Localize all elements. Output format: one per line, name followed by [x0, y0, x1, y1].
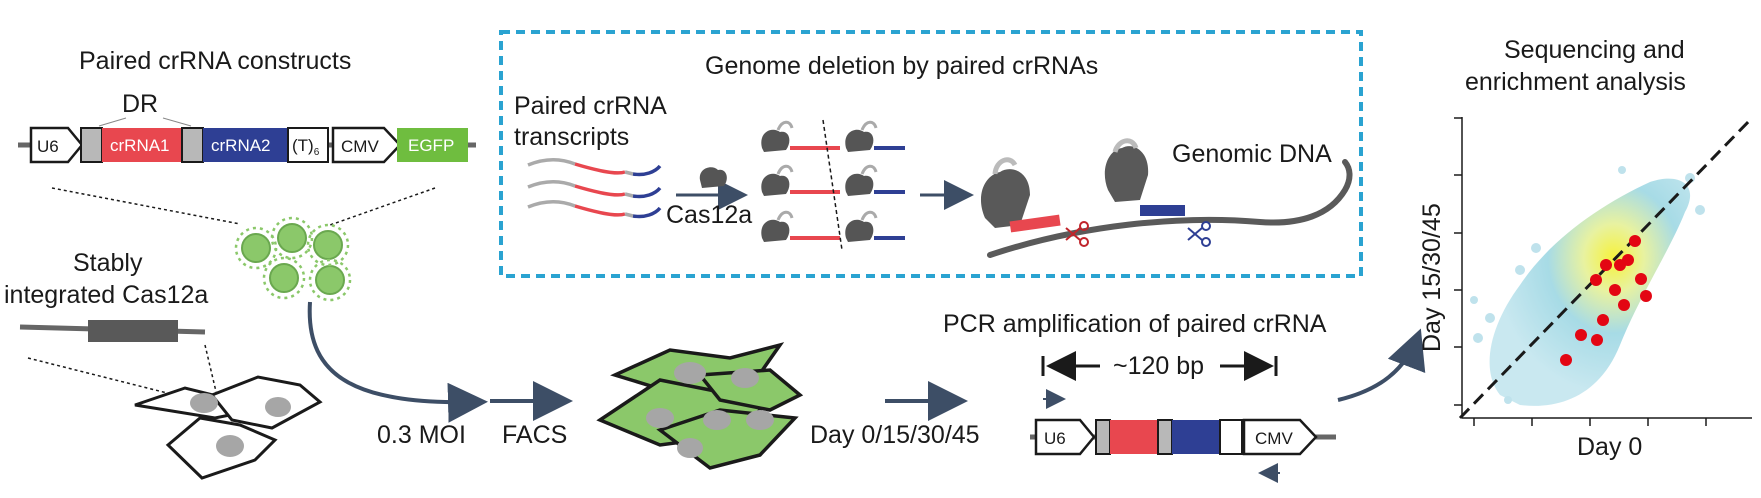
amplicon-size-label: ~120 bp: [1113, 352, 1204, 380]
genome-deletion-box: [499, 30, 1363, 278]
dr-line-right: [162, 117, 192, 127]
construct-map: U6 crRNA1 crRNA2 (T)6 CMV EGFP: [18, 126, 476, 164]
polyt-label: (T)6: [292, 136, 320, 158]
transcripts-label-2: transcripts: [514, 123, 629, 151]
pcr-title: PCR amplification of paired crRNA: [943, 310, 1327, 338]
plot-title-2: enrichment analysis: [1465, 68, 1686, 96]
dotted-line-left: [51, 187, 241, 225]
pcr-amplicon-map: U6 CMV: [1030, 418, 1336, 456]
moi-label: 0.3 MOI: [377, 421, 466, 449]
cmv-promoter-arrow: [331, 126, 402, 164]
dotted-line-cas-right: [204, 344, 219, 401]
egfp-label: EGFP: [408, 136, 454, 155]
pcr-u6-label: U6: [1044, 429, 1066, 448]
lentivirus-cluster-icon: [234, 216, 352, 302]
pcr-cmv-label: CMV: [1255, 429, 1293, 448]
scissors-blue-icon: [1187, 221, 1211, 247]
genome-deletion-title: Genome deletion by paired crRNAs: [705, 52, 1098, 80]
enriched-points: [1560, 235, 1652, 366]
dr-box-1: [80, 127, 103, 163]
sorted-cells-icon: [596, 342, 804, 470]
integrated-cas12a-icon: [19, 320, 206, 342]
dr-line-left: [98, 117, 127, 127]
egfp-box: [397, 128, 468, 162]
polyt-box: [287, 127, 329, 163]
dr-label: DR: [122, 90, 158, 118]
dotted-line-right: [329, 187, 436, 226]
genomic-dna-label: Genomic DNA: [1172, 140, 1332, 168]
cas12a-cells-icon: [134, 375, 323, 480]
crrna-transcripts-icon: [527, 157, 662, 219]
days-label: Day 0/15/30/45: [810, 421, 980, 449]
plot-ylabel: Day 15/30/45: [1418, 203, 1446, 352]
crrna2-box: [203, 128, 288, 162]
u6-promoter-arrow: [29, 126, 84, 164]
constructs-title: Paired crRNA constructs: [79, 47, 351, 75]
amplicon-size-bracket: [1041, 351, 1278, 381]
dr-box-2: [181, 127, 204, 163]
crrna1-box: [102, 128, 182, 162]
scissors-red-icon: [1065, 221, 1089, 247]
facs-label: FACS: [502, 421, 567, 449]
crrna1-label: crRNA1: [110, 136, 170, 155]
cas12a-integration-label-1: Stably: [73, 249, 143, 277]
transcripts-label-1: Paired crRNA: [514, 92, 667, 120]
plot-title-1: Sequencing and: [1504, 36, 1685, 64]
plot-xlabel: Day 0: [1577, 433, 1642, 461]
cas12a-label: Cas12a: [666, 201, 752, 229]
u6-label: U6: [37, 137, 59, 156]
cas12a-protein-icon: [699, 167, 727, 188]
enrichment-scatter-plot: [1454, 116, 1754, 426]
genomic-dna-icon: [980, 138, 1353, 258]
crrna2-label: crRNA2: [211, 136, 271, 155]
sequencing-arrow: [1337, 328, 1426, 402]
cas12a-integration-label-2: integrated Cas12a: [4, 281, 208, 309]
cmv-label: CMV: [341, 137, 379, 156]
density-hexbin-area: [1489, 178, 1691, 406]
cas12a-crrna-complexes-icon: [761, 119, 905, 251]
transduction-arrow: [307, 301, 488, 423]
dotted-line-cas-left: [27, 357, 188, 399]
